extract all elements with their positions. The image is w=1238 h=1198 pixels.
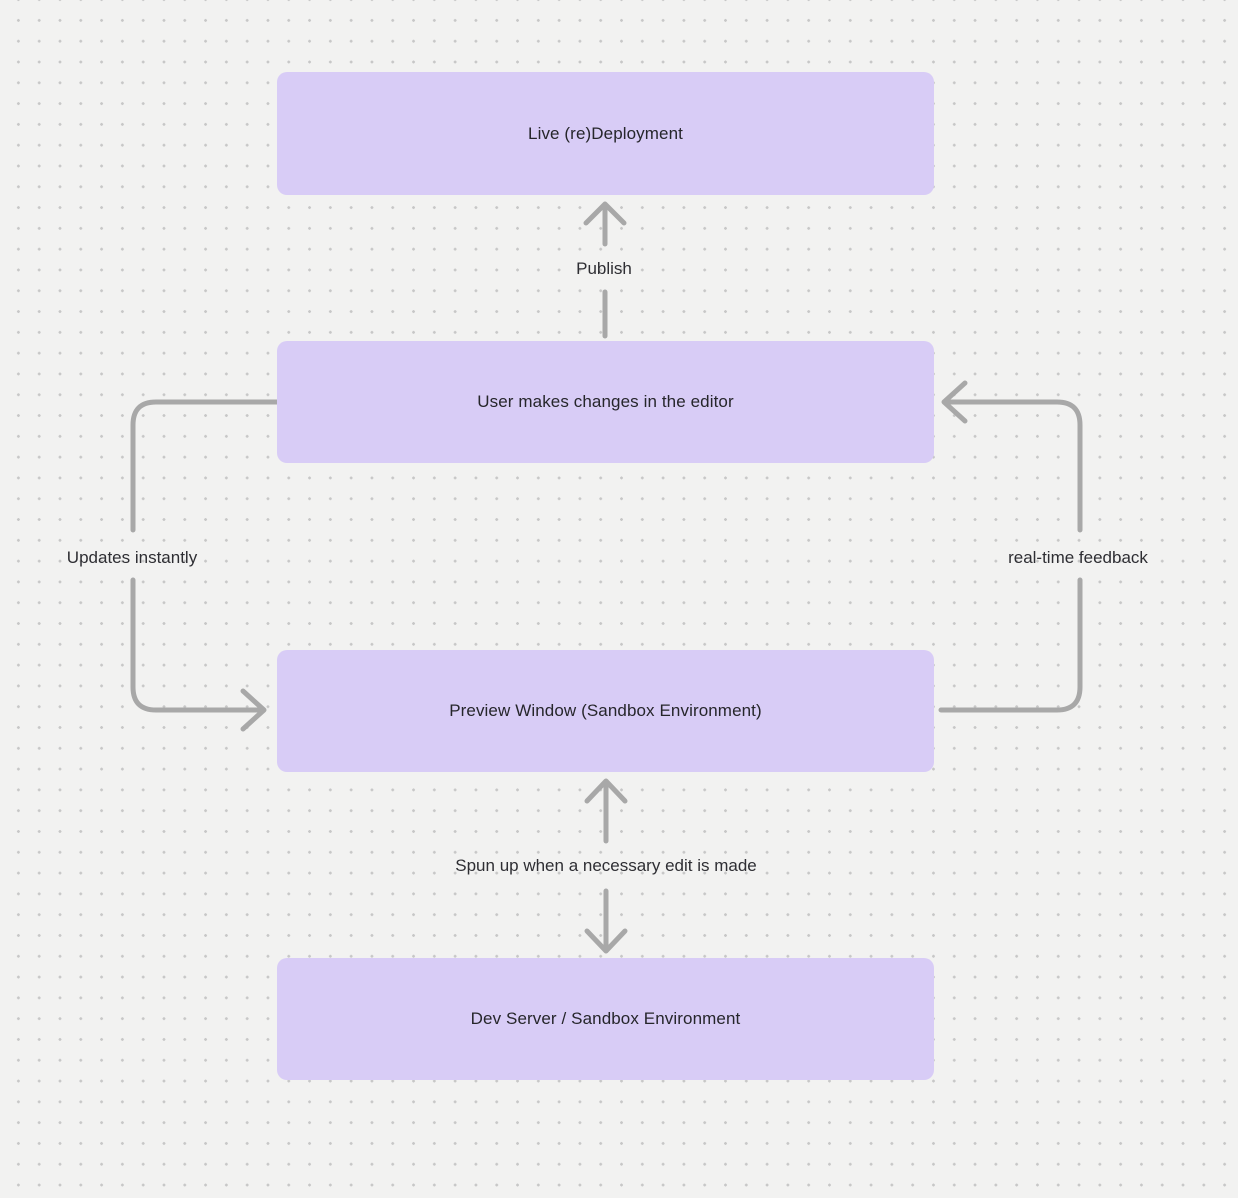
node-dev-server-label: Dev Server / Sandbox Environment — [470, 1009, 741, 1028]
edge-publish-arrow[interactable] — [583, 201, 627, 339]
node-live-redeployment[interactable]: Live (re)Deployment — [277, 72, 934, 195]
edge-real-time-feedback-arrow[interactable] — [938, 380, 1083, 713]
edge-label-spun-up[interactable]: Spun up when a necessary edit is made — [455, 856, 757, 875]
node-dev-server[interactable]: Dev Server / Sandbox Environment — [277, 958, 934, 1080]
node-live-redeployment-label: Live (re)Deployment — [528, 123, 683, 143]
node-user-editor[interactable]: User makes changes in the editor — [277, 341, 934, 463]
node-preview-window[interactable]: Preview Window (Sandbox Environment) — [277, 650, 934, 772]
edge-label-publish[interactable]: Publish — [576, 259, 632, 278]
node-preview-window-label: Preview Window (Sandbox Environment) — [449, 701, 762, 720]
edge-updates-instantly-arrow[interactable] — [130, 399, 280, 732]
edge-label-updates-instantly[interactable]: Updates instantly — [66, 548, 198, 567]
node-user-editor-label: User makes changes in the editor — [477, 392, 734, 411]
edge-label-real-time-feedback[interactable]: real-time feedback — [1008, 548, 1148, 567]
edge-spun-up-arrow[interactable] — [584, 778, 628, 954]
